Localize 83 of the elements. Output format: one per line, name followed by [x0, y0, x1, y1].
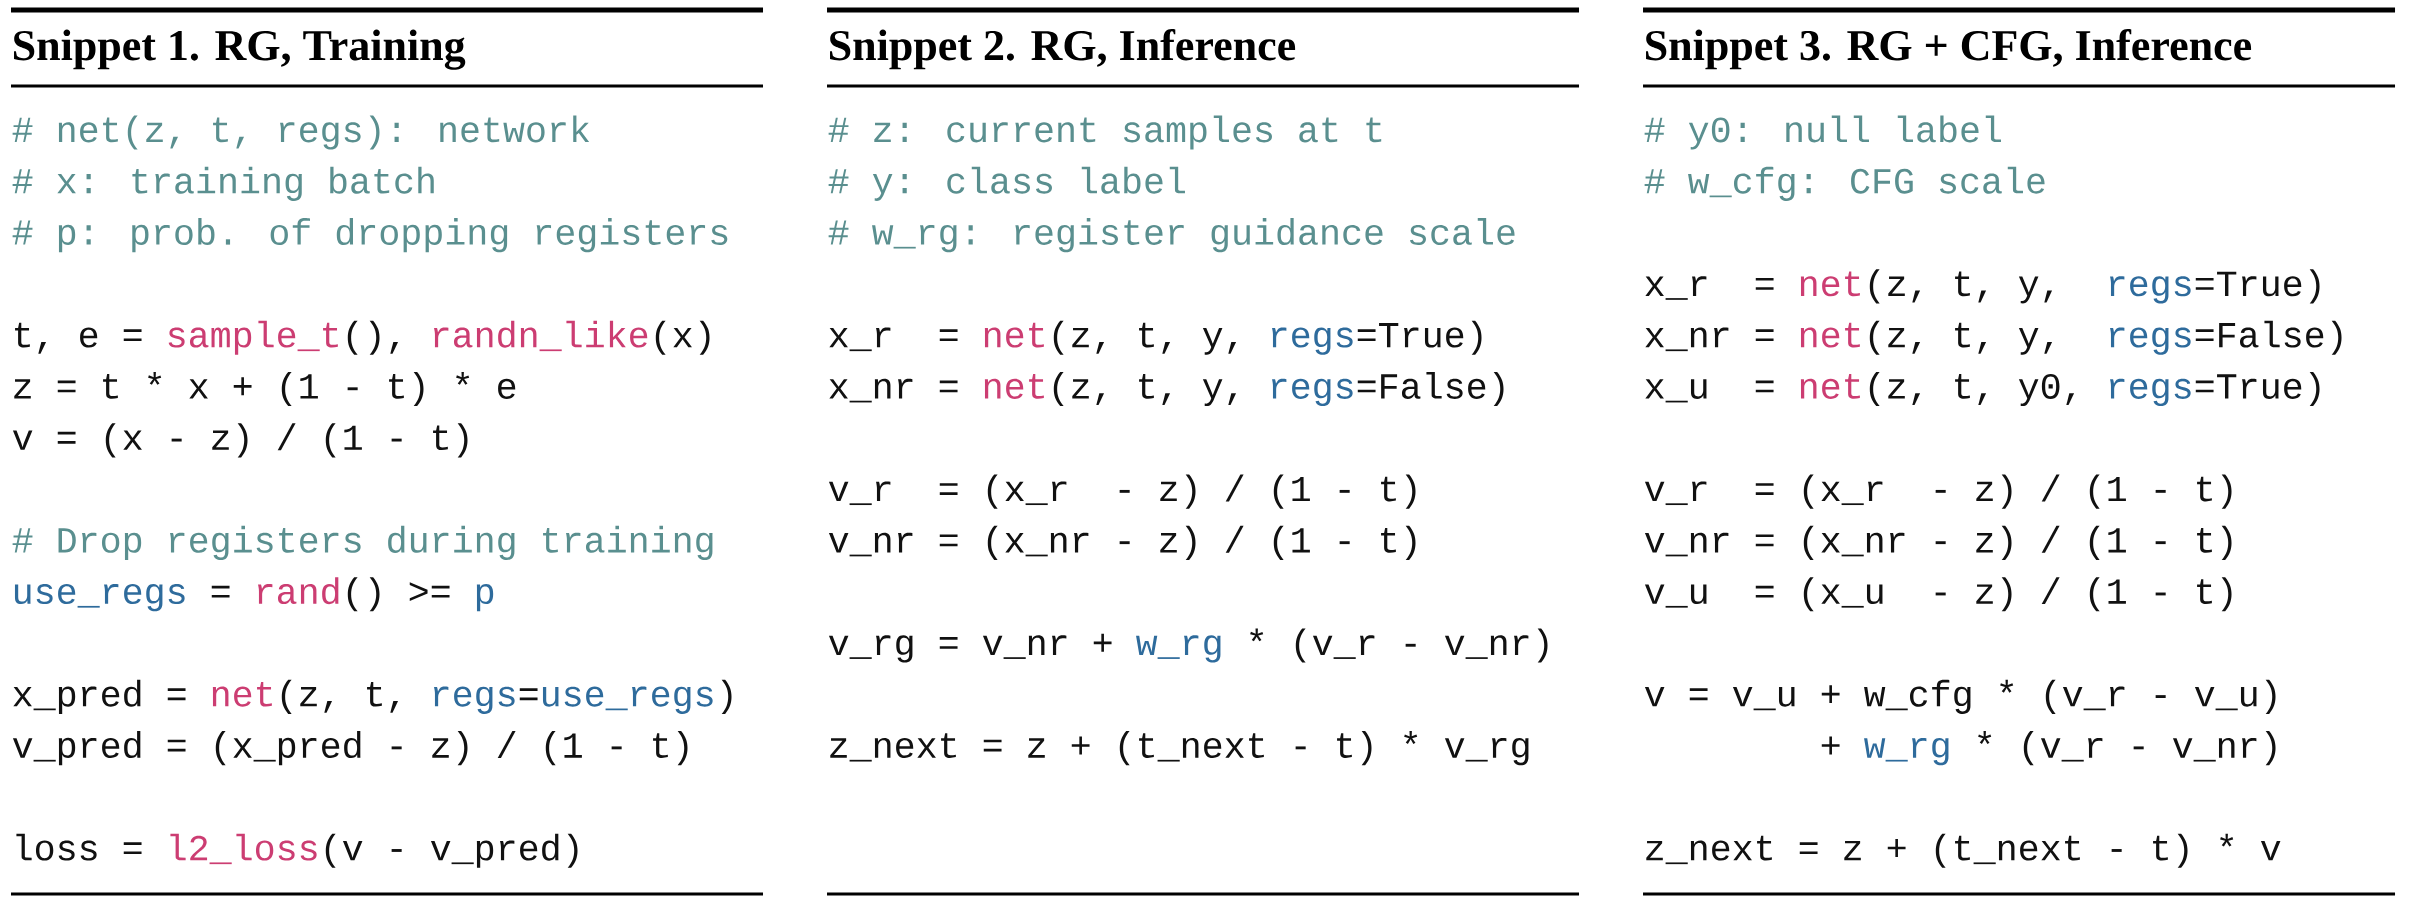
keyword-argument: w_rg: [1136, 635, 1221, 663]
code-text: z_next = z + (t_next - t) * v_rg: [830, 731, 1529, 766]
code-text: t, e =: [15, 322, 142, 354]
code-text: x_u: [1645, 379, 1707, 403]
snippet-title: Snippet 3. RG + CFG, Inference: [1646, 29, 2252, 70]
code-text: - z) / (1 - t): [1935, 474, 2232, 509]
keyword-argument: regs: [2110, 327, 2191, 355]
snippet-title: Snippet 1. RG, Training: [14, 29, 466, 70]
code-text: x_r: [829, 327, 891, 352]
code-comment: # y: class label: [828, 166, 1185, 201]
code-text: v_u: [1644, 584, 1707, 608]
code-text: =False): [1357, 371, 1504, 407]
code-text: x_nr =: [1645, 327, 1774, 352]
code-text: +: [1821, 736, 1840, 755]
code-text: - z) / (1 - t): [1119, 474, 1416, 509]
code-text: v_r: [828, 481, 891, 506]
code-text: () >=: [347, 577, 450, 612]
code-text: (z, t, y,: [1869, 320, 2053, 355]
keyword-argument: regs: [434, 686, 515, 714]
function-name: l2_loss: [170, 833, 317, 865]
keyword-argument: use_regs: [14, 584, 185, 612]
code-comment: # z: current samples at t: [828, 115, 1382, 150]
code-text: =: [939, 329, 958, 342]
code-text: v_nr = (x_nr - z) / (1 - t): [1644, 525, 2232, 560]
code-text: =: [211, 585, 230, 598]
snippet-title: Snippet 2. RG, Inference: [830, 29, 1296, 70]
keyword-argument: w_rg: [1864, 737, 1949, 766]
code-comment: # p: prob. of dropping registers: [12, 218, 728, 253]
code-text: =: [1755, 277, 1774, 290]
code-text: (),: [347, 320, 399, 355]
code-text: v_r: [1644, 481, 1707, 506]
code-text: * (v_r - v_nr): [1250, 628, 1548, 663]
function-name: rand: [258, 577, 339, 605]
code-text: (z, t, y,: [1053, 320, 1237, 355]
code-text: * (v_r - v_nr): [1978, 731, 2276, 766]
function-name: net: [984, 374, 1044, 399]
code-text: = (x_r: [1755, 474, 1883, 509]
function-name: net: [984, 322, 1044, 348]
code-text: v = v_u + w_cfg * (v_r - v_u): [1644, 679, 2276, 714]
code-text: =: [519, 688, 538, 701]
code-text: (z, t, y0,: [1869, 371, 2075, 407]
code-text: (x): [655, 320, 710, 355]
keyword-argument: use_regs: [542, 686, 713, 714]
function-name: net: [1800, 271, 1860, 297]
code-text: = (x_u: [1755, 577, 1883, 612]
keyword-argument: regs: [1272, 327, 1353, 355]
keyword-argument: regs: [1272, 378, 1353, 407]
code-comment: # w_rg: register guidance scale: [828, 218, 1515, 253]
keyword-argument: p: [476, 583, 494, 612]
code-text: ): [721, 679, 732, 714]
code-text: x_r: [1645, 276, 1707, 300]
code-text: =True): [2195, 269, 2320, 304]
code-comment: # net(z, t, regs): network: [12, 115, 590, 150]
function-name: net: [212, 681, 272, 707]
code-comment: # x: training batch: [12, 166, 434, 201]
code-text: (z, t, y,: [1053, 371, 1237, 407]
keyword-argument: regs: [2110, 276, 2191, 304]
code-text: (z, t,: [281, 679, 399, 714]
code-text: =: [1755, 380, 1774, 393]
code-text: = (x_r: [939, 474, 1067, 509]
code-text: z_next = z + (t_next - t) * v: [1646, 833, 2281, 868]
code-text: =False): [2195, 320, 2342, 355]
code-text: v_pred = (x_pred - z) / (1 - t): [12, 731, 688, 766]
code-text: x_pred =: [13, 679, 186, 714]
code-text: =True): [2195, 371, 2320, 407]
function-name: net: [1800, 374, 1860, 399]
code-text: - z) / (1 - t): [1935, 577, 2232, 612]
code-comment: # w_cfg: CFG scale: [1644, 166, 2045, 201]
code-text: loss =: [16, 833, 142, 861]
function-name: net: [1800, 322, 1860, 348]
function-name: randn_like: [434, 320, 648, 352]
code-text: z = t * x + (1 - t) * e: [14, 371, 516, 407]
code-text: v_rg = v_nr +: [828, 633, 1112, 663]
code-text: x_nr =: [829, 378, 958, 403]
code-text: =True): [1357, 320, 1482, 355]
keyword-argument: regs: [2110, 378, 2191, 407]
code-text: v_nr = (x_nr - z) / (1 - t): [828, 525, 1416, 560]
code-comment: # y0: null label: [1644, 115, 2001, 150]
code-comment: # Drop registers during training: [12, 525, 713, 560]
function-name: sample_t: [168, 320, 338, 355]
code-text: (z, t, y,: [1869, 269, 2053, 304]
code-text: (v - v_pred): [325, 833, 578, 868]
code-text: v = (x - z) / (1 - t): [12, 423, 468, 458]
